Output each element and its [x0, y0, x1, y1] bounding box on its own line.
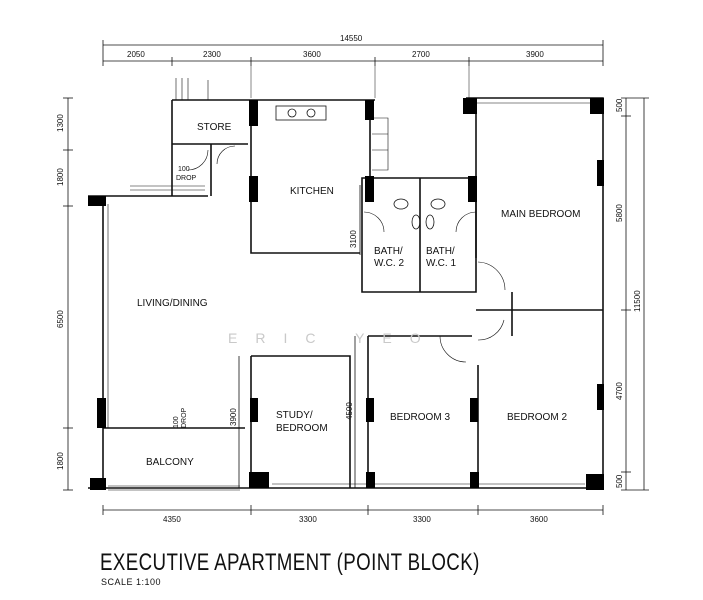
room-label-bath-wc2-line1: BATH/ [374, 246, 403, 257]
dim-top-4: 2700 [412, 50, 430, 59]
dim-top-3: 3600 [303, 50, 321, 59]
room-label-main-bedroom: MAIN BEDROOM [501, 209, 580, 220]
dim-left-3: 6500 [56, 310, 65, 328]
dim-left-2: 1800 [56, 168, 65, 186]
dim-overall-width: 14550 [340, 34, 363, 43]
dim-kitchen-depth: 3100 [349, 230, 358, 248]
room-label-store: STORE [197, 122, 232, 133]
dim-study-depth: 3900 [229, 408, 238, 426]
toilet-icon [411, 214, 421, 230]
column [365, 100, 374, 120]
dim-bottom-1: 4350 [163, 515, 181, 524]
column [468, 176, 477, 202]
dim-bottom-3: 3300 [413, 515, 431, 524]
dim-top-2: 2300 [203, 50, 221, 59]
drop-label-1-value: 100 [178, 166, 190, 173]
drop-label-2-value: 100 [173, 416, 180, 428]
column [586, 474, 604, 490]
dim-bottom-2: 3300 [299, 515, 317, 524]
ledge-store [130, 185, 205, 191]
door-swing-bedroom2 [477, 319, 505, 341]
dim-right-1: 500 [615, 98, 624, 112]
room-label-bedroom3: BEDROOM 3 [390, 412, 450, 423]
door-swing-wc1 [455, 211, 477, 233]
wall-outer-top-right [466, 97, 604, 490]
room-label-study-line1: STUDY/ [276, 410, 313, 421]
column [249, 176, 258, 202]
basin-icon [430, 198, 446, 210]
kitchen-sink [275, 105, 327, 121]
dim-top-1: 2050 [127, 50, 145, 59]
room-label-bath-wc2-line2: W.C. 2 [374, 258, 404, 269]
room-label-study-line2: BEDROOM [276, 423, 328, 434]
drawing-scale: SCALE 1:100 [101, 577, 162, 587]
wall-study [250, 355, 351, 488]
door-swing-store [216, 145, 236, 165]
column [88, 196, 106, 206]
room-label-bedroom2: BEDROOM 2 [507, 412, 567, 423]
column [249, 100, 258, 126]
toilet-icon [425, 214, 435, 230]
column [470, 472, 479, 488]
column [90, 478, 106, 490]
door-swing-drop [187, 149, 209, 171]
dim-right-2: 5800 [615, 204, 624, 222]
column [250, 398, 258, 422]
column [597, 160, 604, 186]
stair-railing [175, 78, 209, 100]
room-label-balcony: BALCONY [146, 457, 194, 468]
column [590, 98, 604, 114]
door-swing-bedroom3 [439, 335, 467, 363]
drawing-title: EXECUTIVE APARTMENT (POINT BLOCK) [100, 549, 480, 576]
door-swing-wc2 [363, 211, 385, 233]
dim-right-4: 500 [615, 474, 624, 488]
column [97, 398, 106, 428]
dim-right-3: 4700 [615, 382, 624, 400]
basin-icon [393, 198, 409, 210]
column [366, 398, 374, 422]
sink-bowl [306, 108, 316, 118]
wall-bathrooms [361, 177, 477, 293]
kitchen-cabinet [372, 117, 389, 171]
dim-left-1: 1300 [56, 114, 65, 132]
column [470, 398, 478, 422]
door-swing-main-bedroom [477, 261, 506, 291]
dim-overall-height: 11500 [633, 290, 642, 312]
dim-bedroom3-depth: 4500 [345, 402, 354, 420]
sink-bowl [287, 108, 297, 118]
balcony-railing [108, 485, 240, 491]
column [597, 384, 604, 410]
wall-store [171, 100, 248, 196]
room-label-living-dining: LIVING/DINING [137, 298, 208, 309]
room-label-kitchen: KITCHEN [290, 186, 334, 197]
drop-label-1-text: DROP [176, 175, 197, 182]
drop-label-2-text: DROP [181, 407, 188, 428]
column [365, 176, 374, 202]
dim-top-5: 3900 [526, 50, 544, 59]
dim-bottom-4: 3600 [530, 515, 548, 524]
wall-kitchen [250, 100, 371, 254]
column [249, 472, 269, 488]
dim-left-4: 1800 [56, 452, 65, 470]
watermark: ERIC YEO [228, 330, 439, 346]
room-label-bath-wc1-line1: BATH/ [426, 246, 455, 257]
column [463, 98, 477, 114]
column [366, 472, 375, 488]
room-label-bath-wc1-line2: W.C. 1 [426, 258, 456, 269]
